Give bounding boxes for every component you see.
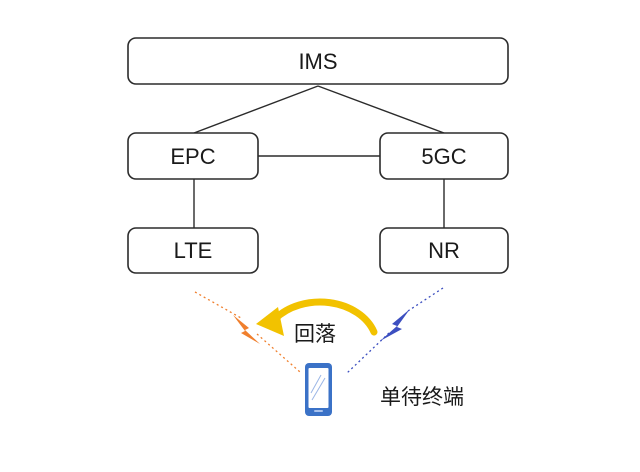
node-ims-label: IMS <box>298 49 337 74</box>
fallback-label: 回落 <box>294 322 336 346</box>
lte-signal-line-upper <box>194 291 242 319</box>
connector-ims-epc <box>193 85 319 134</box>
node-epc: EPC <box>127 132 259 180</box>
terminal-label: 单待终端 <box>380 385 464 409</box>
nr-lightning-icon <box>380 309 410 341</box>
node-lte: LTE <box>127 227 259 274</box>
lte-radio-link <box>194 291 301 373</box>
node-epc-label: EPC <box>170 144 215 169</box>
node-nr-label: NR <box>428 238 460 263</box>
node-ims: IMS <box>127 37 509 85</box>
lte-lightning-icon <box>233 315 260 344</box>
fallback-arrow-icon <box>256 298 378 336</box>
node-5gc-label: 5GC <box>421 144 466 169</box>
node-lte-label: LTE <box>174 238 213 263</box>
node-5gc: 5GC <box>379 132 509 180</box>
node-nr: NR <box>379 227 509 274</box>
nr-radio-link <box>345 287 444 375</box>
nr-signal-line-upper <box>407 287 444 312</box>
phone-icon <box>305 363 332 416</box>
connector-ims-5gc <box>317 85 445 134</box>
